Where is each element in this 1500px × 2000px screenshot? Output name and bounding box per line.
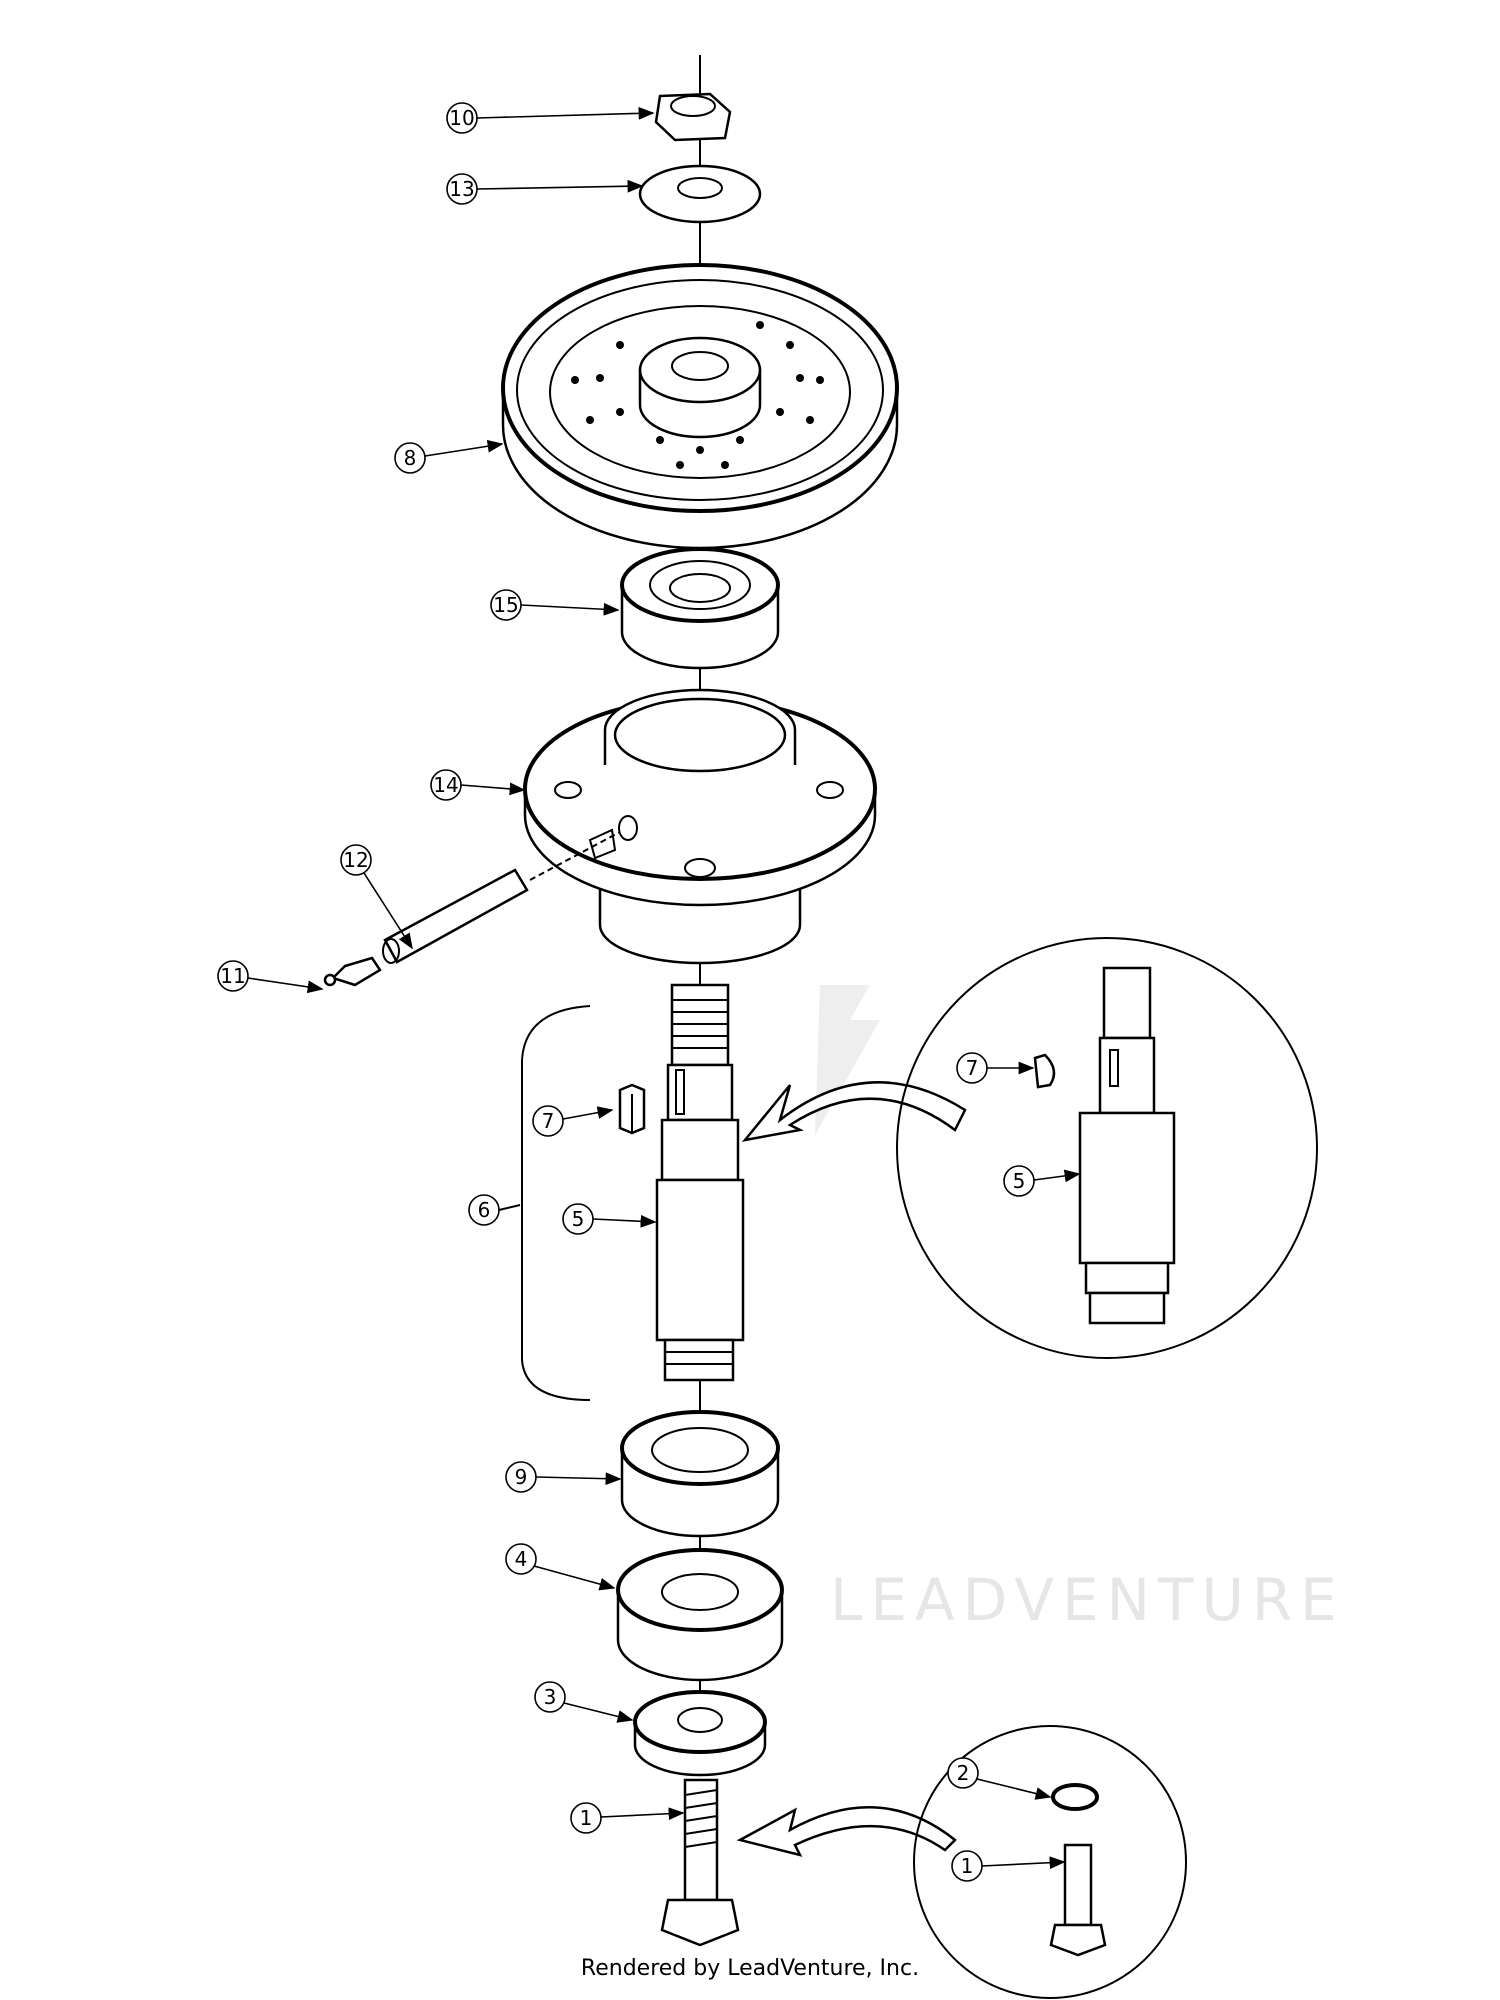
- callout-shaft-assembly[interactable]: 6: [468, 1194, 521, 1226]
- pulley: [501, 263, 899, 550]
- callout-grease-tube[interactable]: 12: [340, 844, 413, 950]
- svg-text:4: 4: [515, 1547, 528, 1571]
- callout-shaft[interactable]: 5: [562, 1203, 657, 1235]
- svg-text:8: 8: [404, 446, 417, 470]
- callout-bearing-top[interactable]: 15: [490, 589, 620, 621]
- svg-text:10: 10: [449, 106, 474, 130]
- callout-washer-top[interactable]: 13: [446, 173, 644, 205]
- spacer: [616, 1548, 784, 1682]
- svg-text:13: 13: [449, 177, 474, 201]
- svg-text:14: 14: [433, 773, 458, 797]
- svg-text:5: 5: [1013, 1169, 1026, 1193]
- svg-text:1: 1: [580, 1806, 593, 1830]
- assembly-bracket: [521, 1005, 591, 1401]
- callout-housing[interactable]: 14: [430, 769, 526, 801]
- callout-shaft-detail[interactable]: 5: [1003, 1165, 1081, 1197]
- callout-key[interactable]: 7: [532, 1105, 614, 1137]
- bearing-top: [620, 547, 780, 670]
- footer-credit: Rendered by LeadVenture, Inc.: [580, 1956, 920, 1981]
- callout-lock-washer-detail[interactable]: 2: [947, 1757, 1052, 1800]
- svg-text:3: 3: [544, 1685, 557, 1709]
- svg-text:1: 1: [961, 1854, 974, 1878]
- spindle-housing: [523, 688, 877, 965]
- callout-bolt-detail[interactable]: 1: [951, 1850, 1066, 1882]
- svg-text:2: 2: [957, 1761, 970, 1785]
- washer-bottom: [633, 1690, 767, 1777]
- hex-nut: [654, 92, 732, 142]
- svg-text:7: 7: [966, 1056, 979, 1080]
- svg-text:12: 12: [343, 848, 368, 872]
- detail-circle-shaft: [896, 937, 1318, 1359]
- curved-arrow-bolt-detail: [736, 1806, 957, 1857]
- callout-bearing-bottom[interactable]: 9: [505, 1461, 622, 1493]
- svg-text:15: 15: [493, 593, 518, 617]
- callout-washer-bottom[interactable]: 3: [534, 1681, 634, 1723]
- callout-grease-fitting[interactable]: 11: [217, 960, 324, 994]
- curved-arrow-shaft-detail: [741, 1081, 967, 1142]
- spindle-shaft: [655, 983, 745, 1382]
- callout-nut[interactable]: 10: [446, 102, 655, 134]
- callout-pulley[interactable]: 8: [394, 439, 504, 474]
- grease-tube: [382, 831, 621, 964]
- svg-text:6: 6: [478, 1198, 491, 1222]
- key-square: [618, 1083, 646, 1135]
- svg-text:5: 5: [572, 1207, 585, 1231]
- callout-key-detail[interactable]: 7: [956, 1052, 1035, 1084]
- grease-fitting: [323, 956, 382, 987]
- svg-text:7: 7: [542, 1109, 555, 1133]
- detail-circle-bolt: [913, 1725, 1187, 1999]
- svg-text:11: 11: [220, 964, 245, 988]
- bolt: [660, 1778, 740, 1947]
- svg-text:9: 9: [515, 1465, 528, 1489]
- bearing-bottom: [620, 1410, 780, 1538]
- flat-washer-top: [638, 164, 762, 224]
- svg-text:LEADVENTURE: LEADVENTURE: [830, 1566, 1345, 1634]
- callout-bolt[interactable]: 1: [570, 1802, 685, 1834]
- callout-spacer[interactable]: 4: [505, 1543, 616, 1591]
